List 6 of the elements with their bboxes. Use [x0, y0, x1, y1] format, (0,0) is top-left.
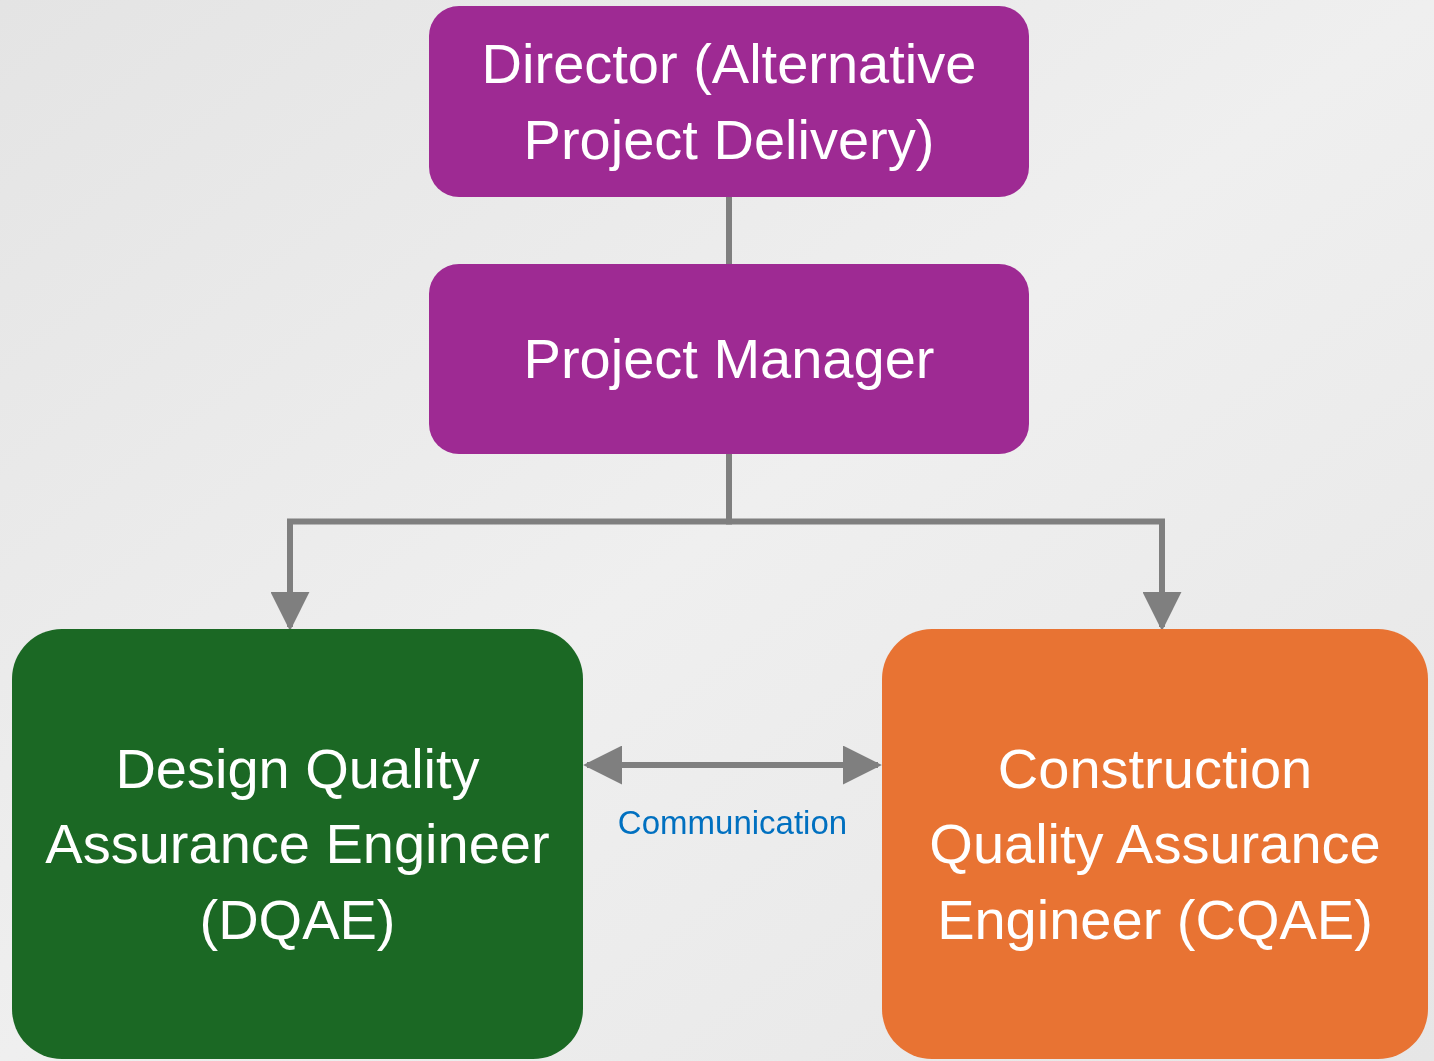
role-box: Director (Alternative Project Delivery)	[429, 6, 1029, 197]
edge-label: Communication	[617, 803, 848, 843]
role-box: Project Manager	[429, 264, 1029, 454]
connector-arrow	[583, 745, 882, 785]
role-box: Construction Quality Assurance Engineer (CQAE)	[882, 629, 1428, 1059]
role-box: Design Quality Assurance Engineer (DQAE)	[12, 629, 583, 1059]
